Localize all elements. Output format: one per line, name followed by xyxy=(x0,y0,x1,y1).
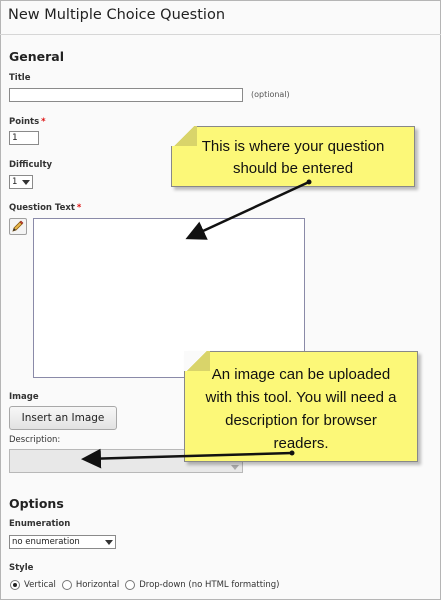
pencil-icon xyxy=(12,220,24,232)
enumeration-value: no enumeration xyxy=(12,537,80,547)
description-label: Description: xyxy=(9,435,61,445)
general-heading: General xyxy=(9,49,64,64)
style-dropdown-radio[interactable] xyxy=(125,580,136,590)
edit-html-button[interactable] xyxy=(9,218,27,235)
image-callout-note: An image can be uploaded with this tool.… xyxy=(184,351,418,462)
image-label: Image xyxy=(9,392,39,402)
callout-line: description for browser xyxy=(225,412,377,429)
question-text-required-mark: * xyxy=(76,203,82,213)
style-vertical-radio[interactable] xyxy=(10,580,20,590)
chevron-down-icon xyxy=(22,180,30,185)
chevron-down-icon xyxy=(231,465,239,470)
callout-line: This is where your question xyxy=(201,138,385,155)
style-horizontal-label[interactable]: Horizontal xyxy=(75,580,120,590)
note-fold xyxy=(184,351,210,371)
title-input[interactable] xyxy=(9,88,243,102)
title-label: Title xyxy=(9,73,31,83)
callout-line: should be entered xyxy=(232,160,354,177)
chevron-down-icon xyxy=(105,540,113,545)
style-horizontal-radio[interactable] xyxy=(61,580,72,590)
points-label: Points* xyxy=(9,117,46,127)
title-optional-hint: (optional) xyxy=(251,90,290,99)
callout-line: readers. xyxy=(273,435,329,452)
style-label: Style xyxy=(9,563,34,573)
points-required-mark: * xyxy=(41,117,46,127)
callout-line: An image can be uploaded xyxy=(211,366,391,383)
difficulty-label: Difficulty xyxy=(9,160,53,170)
style-dropdown-label[interactable]: Drop-down (no HTML formatting) xyxy=(139,580,280,590)
question-callout-note: This is where your question should be en… xyxy=(171,126,415,187)
enumeration-select[interactable]: no enumeration xyxy=(9,535,116,549)
note-fold xyxy=(171,126,197,146)
points-input[interactable]: 1 xyxy=(9,131,39,145)
style-radio-group: Vertical Horizontal Drop-down (no HTML f… xyxy=(10,578,286,592)
difficulty-value: 1 xyxy=(12,177,18,187)
enumeration-label: Enumeration xyxy=(9,519,71,529)
question-text-label: Question Text* xyxy=(9,203,82,213)
options-heading: Options xyxy=(9,496,64,511)
insert-image-button[interactable]: Insert an Image xyxy=(9,406,117,430)
style-vertical-label[interactable]: Vertical xyxy=(24,580,56,590)
title-divider xyxy=(0,34,441,35)
callout-line: with this tool. You will need a xyxy=(205,389,397,406)
difficulty-select[interactable]: 1 xyxy=(9,175,33,189)
page-title: New Multiple Choice Question xyxy=(8,7,226,23)
